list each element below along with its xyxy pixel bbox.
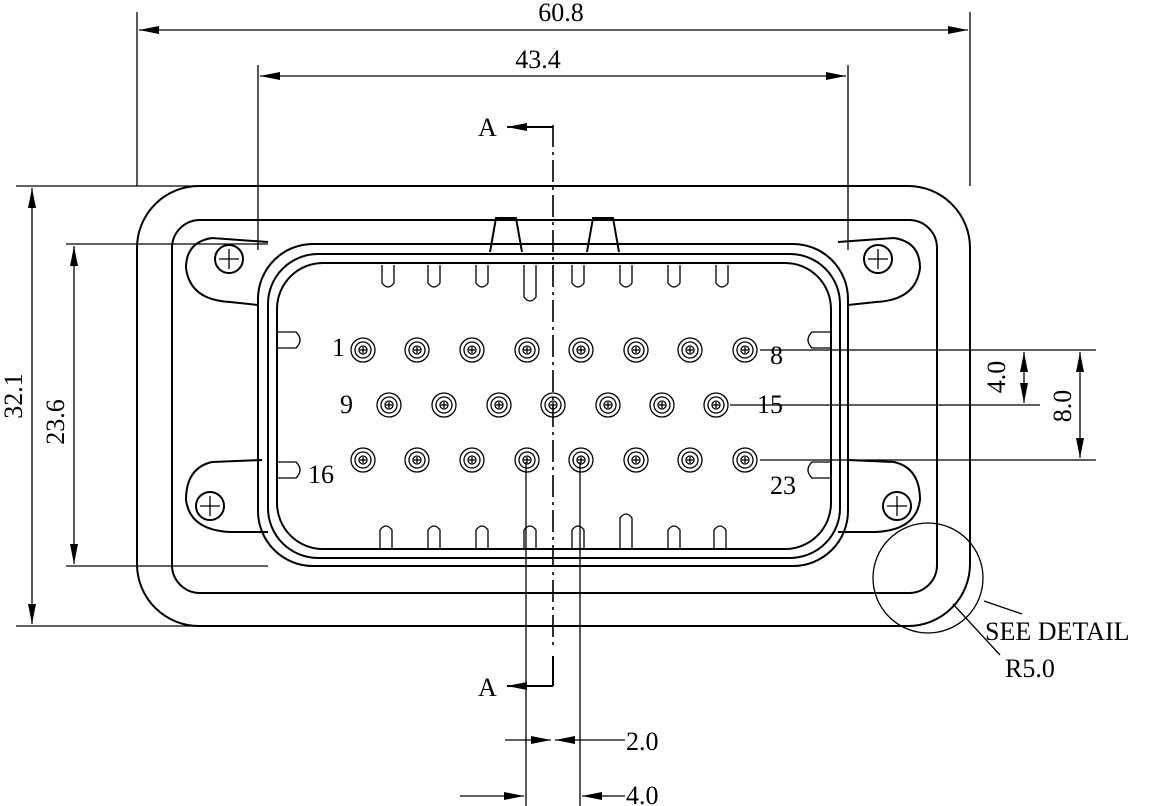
dim-row-pitch: 4.0	[730, 349, 1096, 461]
detail-label: SEE DETAIL	[985, 617, 1130, 646]
seal-inner	[276, 262, 832, 550]
rib-top-6	[619, 265, 633, 288]
mount-boss-bottom-right	[838, 459, 922, 533]
seal-middle	[267, 253, 841, 559]
mounting-hole-icon	[882, 491, 912, 521]
inner-flange	[171, 219, 938, 594]
dim-pin-pitch-text: 4.0	[626, 781, 659, 806]
rib-bottom-4	[523, 525, 537, 548]
polarization-ribs-bottom	[379, 513, 727, 548]
latch-tab-right	[586, 217, 620, 253]
contact-pin-16	[350, 447, 376, 473]
pin-label-8: 8	[770, 341, 783, 370]
rib-top-7	[667, 265, 681, 288]
detail-callout: SEE DETAIL R5.0	[872, 522, 1130, 683]
section-label-top: A	[478, 113, 497, 142]
contact-pin-19	[514, 447, 540, 473]
contact-pin-6	[623, 337, 649, 363]
mount-boss-top-left	[184, 236, 269, 306]
pin-label-23: 23	[770, 471, 796, 500]
dim-offset-half-text: 2.0	[626, 727, 659, 756]
contact-pin-7	[677, 337, 703, 363]
contact-pins	[350, 337, 758, 473]
side-key-left-top	[277, 331, 301, 349]
contact-pin-8	[732, 337, 758, 363]
contact-pin-11	[486, 392, 512, 418]
dim-inner-height: 23.6	[41, 243, 268, 567]
radius-leader	[952, 603, 1001, 656]
detail-circle	[872, 522, 984, 634]
rib-bottom-3	[475, 525, 489, 548]
dim-inner-width-text: 43.4	[515, 45, 561, 74]
contact-pin-22	[677, 447, 703, 473]
contact-pin-2	[404, 337, 430, 363]
mounting-hole-icon	[863, 244, 893, 274]
rib-bottom-1	[379, 525, 393, 548]
dim-row-pitch-text: 4.0	[982, 361, 1011, 394]
contact-pin-1	[350, 337, 376, 363]
detail-leader	[983, 600, 1023, 615]
contact-pin-23	[732, 447, 758, 473]
contact-pin-3	[459, 337, 485, 363]
rib-bottom-6	[619, 513, 633, 548]
dim-overall-width-text: 60.8	[538, 0, 584, 27]
latch-tab-left	[489, 217, 523, 253]
pin-label-9: 9	[340, 390, 353, 419]
mount-boss-top-right	[837, 236, 922, 306]
polarization-ribs-top	[381, 265, 729, 302]
rib-top-3	[475, 265, 489, 288]
side-key-right-bottom	[807, 461, 831, 479]
side-key-right-top	[807, 331, 831, 349]
section-label-bottom: A	[478, 673, 497, 702]
contact-pin-4	[514, 337, 540, 363]
rib-bottom-5	[571, 525, 585, 548]
dim-rows-span-text: 8.0	[1048, 390, 1077, 423]
pin-label-1: 1	[332, 333, 345, 362]
rib-top-1	[381, 265, 395, 288]
dim-offset-half: 2.0	[505, 727, 659, 756]
dim-overall-width: 60.8	[136, 0, 971, 186]
mounting-hole-icon	[214, 244, 244, 274]
rib-top-2	[427, 265, 441, 288]
contact-pin-5	[568, 337, 594, 363]
dim-rows-span: 8.0	[1048, 352, 1084, 458]
dim-inner-width: 43.4	[257, 45, 849, 250]
contact-pin-20	[568, 447, 594, 473]
side-key-left-bottom	[277, 461, 301, 479]
contact-pin-9	[376, 392, 402, 418]
rib-top-8	[715, 265, 729, 288]
contact-pin-13	[595, 392, 621, 418]
contact-pin-10	[431, 392, 457, 418]
contact-pin-17	[404, 447, 430, 473]
pin-label-16: 16	[308, 460, 334, 489]
dim-overall-height-text: 32.1	[0, 373, 28, 419]
radius-label: R5.0	[1005, 654, 1055, 683]
contact-pin-15	[703, 392, 729, 418]
section-mark-bottom: A	[478, 656, 554, 702]
dim-pin-pitch: 4.0	[460, 462, 659, 806]
mounting-hole-icon	[195, 491, 225, 521]
contact-pin-18	[459, 447, 485, 473]
mount-boss-bottom-left	[184, 459, 268, 533]
dim-overall-height: 32.1	[0, 185, 200, 627]
rib-bottom-8	[713, 525, 727, 548]
mounting-holes	[195, 244, 912, 521]
rib-top-5	[571, 265, 585, 288]
contact-pin-14	[649, 392, 675, 418]
rib-bottom-7	[667, 525, 681, 548]
section-mark-top: A	[478, 113, 553, 142]
dim-inner-height-text: 23.6	[41, 399, 70, 445]
contact-pin-21	[623, 447, 649, 473]
rib-top-4	[523, 265, 537, 302]
rib-bottom-2	[427, 525, 441, 548]
